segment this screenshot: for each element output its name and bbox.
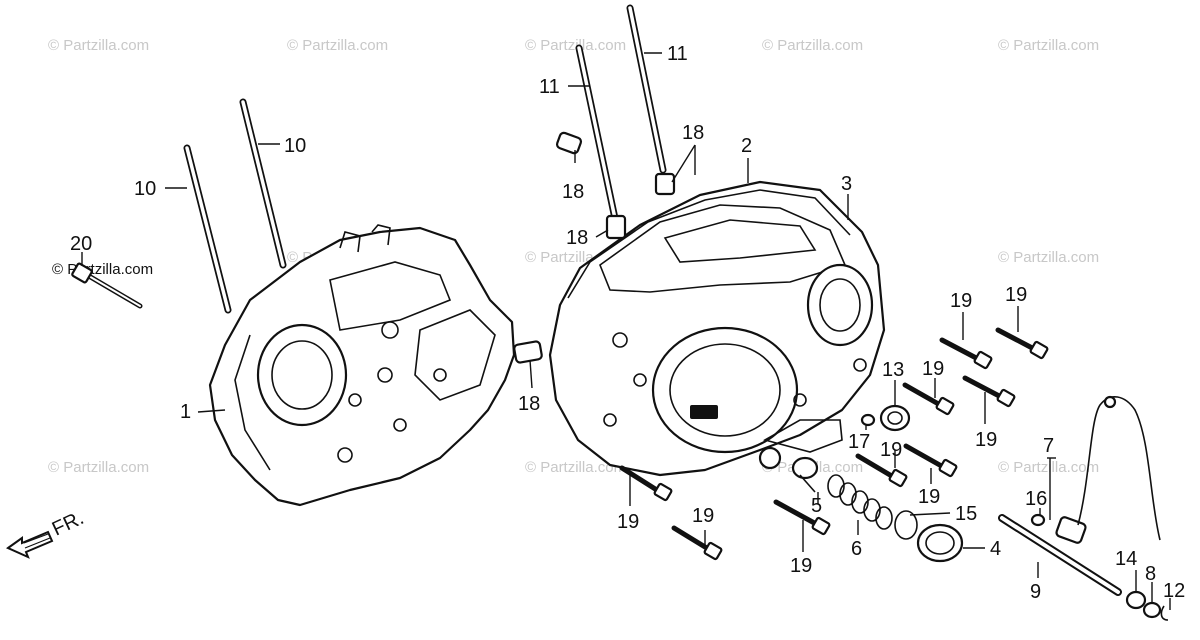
bolt-19-d[interactable] (855, 453, 908, 488)
watermark-dark: © Partzilla.com (52, 261, 153, 278)
callout-19-f[interactable]: 19 (922, 358, 944, 380)
neutral-switch-7[interactable] (1055, 395, 1161, 544)
callout-2[interactable]: 2 (741, 135, 752, 157)
callout-19-d[interactable]: 19 (880, 439, 902, 461)
leader-lines (81, 52, 1171, 610)
dowel-pin-18-left-case[interactable] (513, 340, 543, 364)
watermark-text: © Partzilla.com (998, 249, 1099, 266)
strainer-5[interactable] (791, 456, 819, 493)
spring-6[interactable] (827, 474, 893, 530)
callout-19-b[interactable]: 19 (692, 505, 714, 527)
callout-18-top-left[interactable]: 18 (562, 181, 584, 203)
callout-8[interactable]: 8 (1145, 563, 1156, 585)
callout-5[interactable]: 5 (811, 495, 822, 517)
callout-13[interactable]: 13 (882, 359, 904, 381)
stud-10-right[interactable] (239, 98, 287, 269)
callout-17[interactable]: 17 (848, 431, 870, 453)
oil-seal-13[interactable] (879, 404, 911, 432)
stud-11-left[interactable] (575, 44, 621, 232)
washer-8[interactable] (1142, 601, 1162, 619)
callout-18-left-case[interactable]: 18 (518, 393, 540, 415)
callout-20[interactable]: 20 (70, 233, 92, 255)
callout-19-h[interactable]: 19 (1005, 284, 1027, 306)
watermark-text: © Partzilla.com (762, 37, 863, 54)
callout-12[interactable]: 12 (1163, 580, 1185, 602)
callout-19-a[interactable]: 19 (617, 511, 639, 533)
dowel-pin-18-stud[interactable] (605, 214, 627, 240)
collar-14[interactable] (1125, 590, 1147, 610)
callout-4[interactable]: 4 (990, 538, 1001, 560)
callout-19-c[interactable]: 19 (790, 555, 812, 577)
watermark-text: © Partzilla.com (48, 37, 149, 54)
watermark-text: © Partzilla.com (525, 37, 626, 54)
bolt-20[interactable] (71, 262, 143, 309)
plug-17[interactable] (860, 413, 876, 427)
callout-19-e[interactable]: 19 (918, 486, 940, 508)
callout-1[interactable]: 1 (180, 401, 191, 423)
callout-14[interactable]: 14 (1115, 548, 1137, 570)
callout-3[interactable]: 3 (841, 173, 852, 195)
callout-9[interactable]: 9 (1030, 581, 1041, 603)
bolt-19-c[interactable] (773, 499, 831, 536)
washer-16[interactable] (1030, 513, 1046, 527)
callout-10-left[interactable]: 10 (134, 178, 156, 200)
bolt-19-b[interactable] (671, 525, 723, 561)
callout-19-i[interactable]: 19 (975, 429, 997, 451)
bolt-19-i[interactable] (962, 375, 1016, 408)
bolt-19-a[interactable] (619, 465, 673, 502)
callout-11-left[interactable]: 11 (539, 76, 560, 98)
bolt-19-e[interactable] (903, 443, 958, 478)
front-direction-arrow: FR. (6, 507, 87, 559)
watermark-text: © Partzilla.com (287, 37, 388, 54)
clip-12[interactable] (1160, 605, 1169, 621)
watermark-text: © Partzilla.com (48, 459, 149, 476)
callout-7[interactable]: 7 (1043, 435, 1054, 457)
right-crankcase-half[interactable] (548, 180, 886, 477)
watermark-text: © Partzilla.com (998, 37, 1099, 54)
callout-10-right[interactable]: 10 (284, 135, 306, 157)
left-crankcase-half[interactable] (208, 224, 516, 507)
callout-16[interactable]: 16 (1025, 488, 1047, 510)
callout-11-right[interactable]: 11 (667, 43, 688, 65)
callout-18-stud[interactable]: 18 (566, 227, 588, 249)
drain-cap-4[interactable] (916, 523, 964, 563)
stud-11-right[interactable] (626, 4, 667, 174)
front-label: FR. (49, 507, 87, 541)
bolt-19-g[interactable] (939, 337, 993, 370)
watermark-text: © Partzilla.com (998, 459, 1099, 476)
bolt-19-f[interactable] (902, 382, 955, 416)
dowel-pin-18-top-left[interactable] (555, 131, 583, 155)
callout-18-top-right[interactable]: 18 (682, 122, 704, 144)
stud-10-left[interactable] (183, 144, 232, 314)
callout-6[interactable]: 6 (851, 538, 862, 560)
callout-15[interactable]: 15 (955, 503, 977, 525)
watermark-text: © Partzilla.com (525, 459, 626, 476)
callout-19-g[interactable]: 19 (950, 290, 972, 312)
bolt-19-h[interactable] (995, 327, 1049, 360)
shaft-9[interactable] (998, 514, 1122, 596)
o-ring-15[interactable] (894, 510, 918, 540)
callout-labels: 1 2 3 4 5 6 7 8 9 10 10 11 11 12 13 14 1… (70, 43, 1185, 603)
dowel-pin-18-top-right[interactable] (654, 172, 676, 196)
